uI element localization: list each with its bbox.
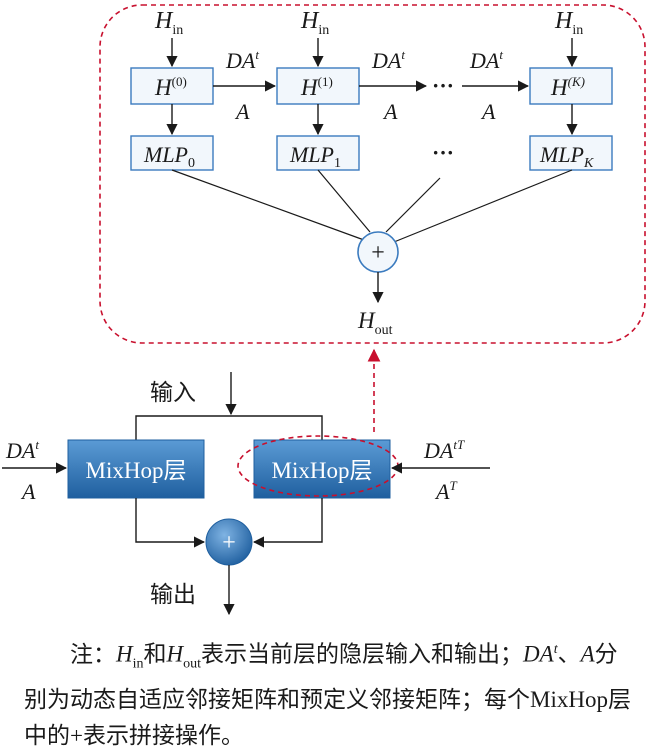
line-mlpk-sum [393,169,573,243]
note-out-sub: out [183,656,202,672]
note-h-in: H [116,641,133,667]
figure-note: 注：Hin和Hout表示当前层的隐层输入和输出；DAt、A分别为动态自适应邻接矩… [24,632,640,754]
note-da: DA [523,641,554,667]
input-label: 输入 [150,380,196,405]
mixhop-layer-right-label: MixHop层 [272,458,373,483]
hop-box-k [529,67,613,105]
right-upper-label: DAtT [423,437,465,463]
edge-lower-1: A [382,99,398,124]
note-text-2: 分别为动态自适应邻接矩阵和预定义邻接矩阵；每个MixHop层中的+表示拼接操作。 [24,641,631,749]
ellipsis-mlp: ··· [432,140,454,165]
input-split-line [135,415,323,440]
edge-upper-2: DAt [469,47,503,73]
hop-label-k: H(K) [550,74,585,100]
note-h-out: H [166,641,184,667]
bottom-sum-symbol: + [222,530,236,556]
ellipsis-hop: ··· [432,73,454,98]
line-dots-sum [385,177,441,233]
left-upper-label: DAt [5,437,39,463]
h-in-label-1: Hin [300,8,329,38]
h-in-label-0: Hin [154,8,183,38]
mlp-label-1: MLP1 [289,142,341,171]
hop-label-1: H(1) [300,74,333,100]
note-in-sub: in [132,656,144,672]
note-a: A [580,641,595,667]
right-lower-label: AT [434,478,457,504]
note-da-sup: t [553,642,558,657]
note-prefix: 注： [70,641,116,667]
line-left-layer-sum [135,498,206,548]
edge-lower-0: A [234,99,250,124]
mixhop-layer-left [67,439,205,499]
h-out-label: Hout [357,308,393,338]
line-mlp1-sum [317,169,371,233]
note-and: 和 [143,641,167,667]
output-label: 输出 [150,582,196,607]
edge-lower-2: A [480,99,496,124]
note-text-1: 表示当前层的隐层输入和输出； [201,641,524,667]
mlp-label-0: MLP0 [143,142,195,171]
mlp-box-0 [130,135,214,171]
hop-label-0: H(0) [154,74,187,100]
line-mlp0-sum [171,169,365,241]
edge-upper-1: DAt [371,47,405,73]
h-in-label-k: Hin [554,8,583,38]
mixhop-layer-left-label: MixHop层 [86,458,187,483]
mlp-label-k: MLPK [539,142,594,171]
line-right-layer-sum [252,498,323,548]
edge-upper-0: DAt [225,47,259,73]
left-lower-label: A [20,479,36,504]
mlp-box-k [529,135,613,171]
mlp-box-1 [276,135,360,171]
note-sep: 、 [557,641,581,667]
top-sum-symbol: + [371,240,385,266]
